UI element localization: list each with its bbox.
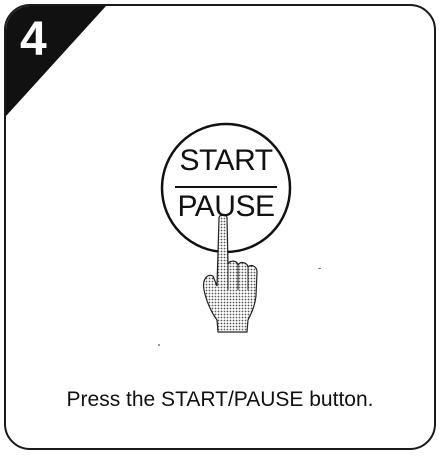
start-pause-illustration: START PAUSE [151, 118, 301, 348]
instruction-card: 4 START PAUSE Press the ST [4, 4, 436, 450]
print-speck [158, 344, 160, 346]
button-label-pause: PAUSE [151, 190, 301, 224]
instruction-text: Press the START/PAUSE button. [6, 388, 434, 412]
button-label-start: START [151, 144, 301, 178]
print-speck [318, 268, 321, 269]
step-number: 4 [20, 16, 47, 64]
